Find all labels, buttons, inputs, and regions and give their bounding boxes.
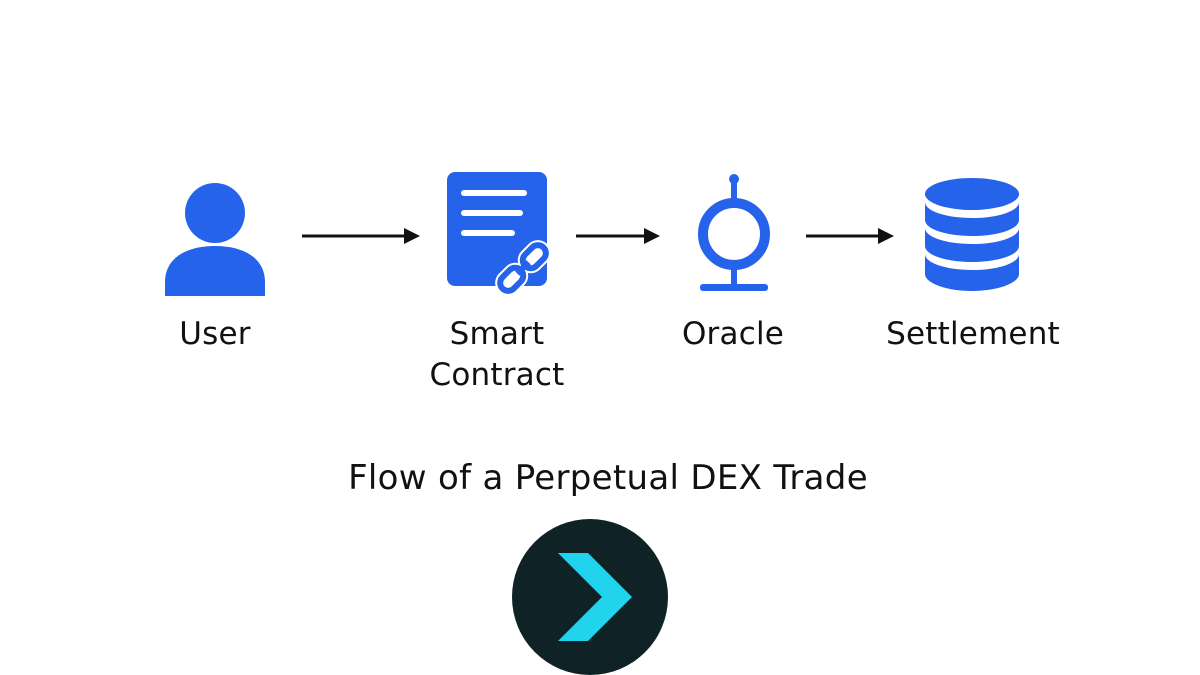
oracle-icon (698, 174, 770, 291)
flow-arrow-1 (302, 228, 420, 244)
node-label-settlement: Settlement (886, 316, 1060, 352)
flow-arrow-3 (806, 228, 894, 244)
diagram-caption: Flow of a Perpetual DEX Trade (348, 458, 868, 498)
user-icon (165, 183, 265, 296)
chevron-right-logo-icon (512, 519, 668, 675)
node-label-oracle: Oracle (681, 316, 785, 352)
node-label-smart-contract: Smart Contract (429, 316, 565, 393)
smart-contract-icon (447, 172, 551, 296)
flow-arrow-2 (576, 228, 660, 244)
node-label-user: User (179, 316, 251, 352)
database-icon (925, 178, 1019, 291)
